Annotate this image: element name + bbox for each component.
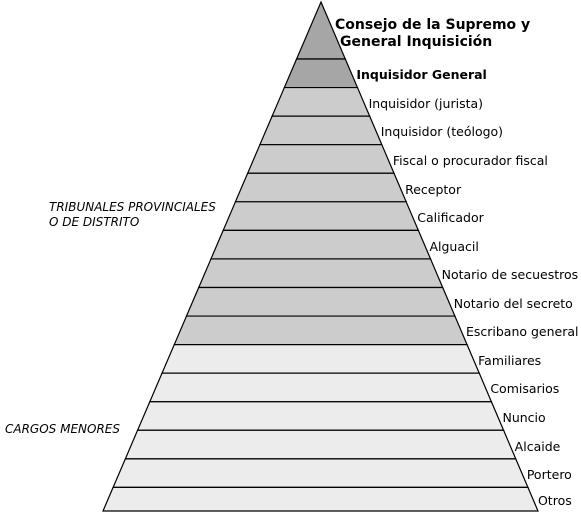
pyramid-band-12 [148, 372, 493, 403]
group-provincial-line1: TRIBUNALES PROVINCIALES [49, 200, 216, 214]
pyramid-band-9 [185, 286, 456, 317]
level-label-12: Comisarios [490, 381, 560, 397]
pyramid-band-4 [246, 144, 395, 174]
pyramid-band-1 [283, 58, 359, 89]
pyramid-band-7 [210, 229, 432, 260]
pyramid-band-15 [112, 458, 529, 488]
level-label-6: Calificador [417, 210, 484, 226]
level-label-0-line1: Consejo de la Supremo y [335, 17, 531, 33]
pyramid-band-13 [136, 401, 505, 431]
level-label-2: Inquisidor (jurista) [368, 95, 484, 111]
group-label-minor: CARGOS MENORES [5, 422, 120, 436]
level-label-3: Inquisidor (teólogo) [380, 124, 504, 140]
level-label-4: Fiscal o procurador fiscal [392, 152, 548, 168]
group-label-provincial: TRIBUNALES PROVINCIALES O DE DISTRITO [49, 200, 216, 230]
group-provincial-line2: O DE DISTRITO [49, 215, 140, 229]
pyramid-band-10 [173, 315, 468, 346]
level-label-16: Otros [537, 493, 572, 509]
pyramid-band-5 [234, 172, 408, 203]
level-label-10: Escribano general [465, 324, 579, 340]
level-label-9: Notario del secreto [453, 295, 573, 311]
pyramid-band-11 [161, 344, 481, 374]
level-label-14: Alcaide [514, 438, 561, 454]
pyramid-band-6 [222, 201, 420, 231]
level-label-5: Receptor [405, 181, 462, 197]
pyramid-band-2 [271, 86, 371, 117]
level-label-13: Nuncio [502, 410, 546, 425]
level-label-11: Familiares [478, 352, 542, 368]
pyramid-band-8 [197, 258, 444, 289]
pyramid-band-3 [258, 115, 383, 146]
level-label-7: Alguacil [429, 238, 479, 254]
pyramid-band-14 [124, 429, 517, 460]
level-label-1: Inquisidor General [356, 67, 487, 83]
pyramid-band-16 [102, 486, 539, 512]
level-label-15: Portero [526, 467, 572, 483]
level-label-8: Notario de secuestros [441, 267, 579, 283]
level-label-0-line2: General Inquisición [340, 34, 493, 50]
